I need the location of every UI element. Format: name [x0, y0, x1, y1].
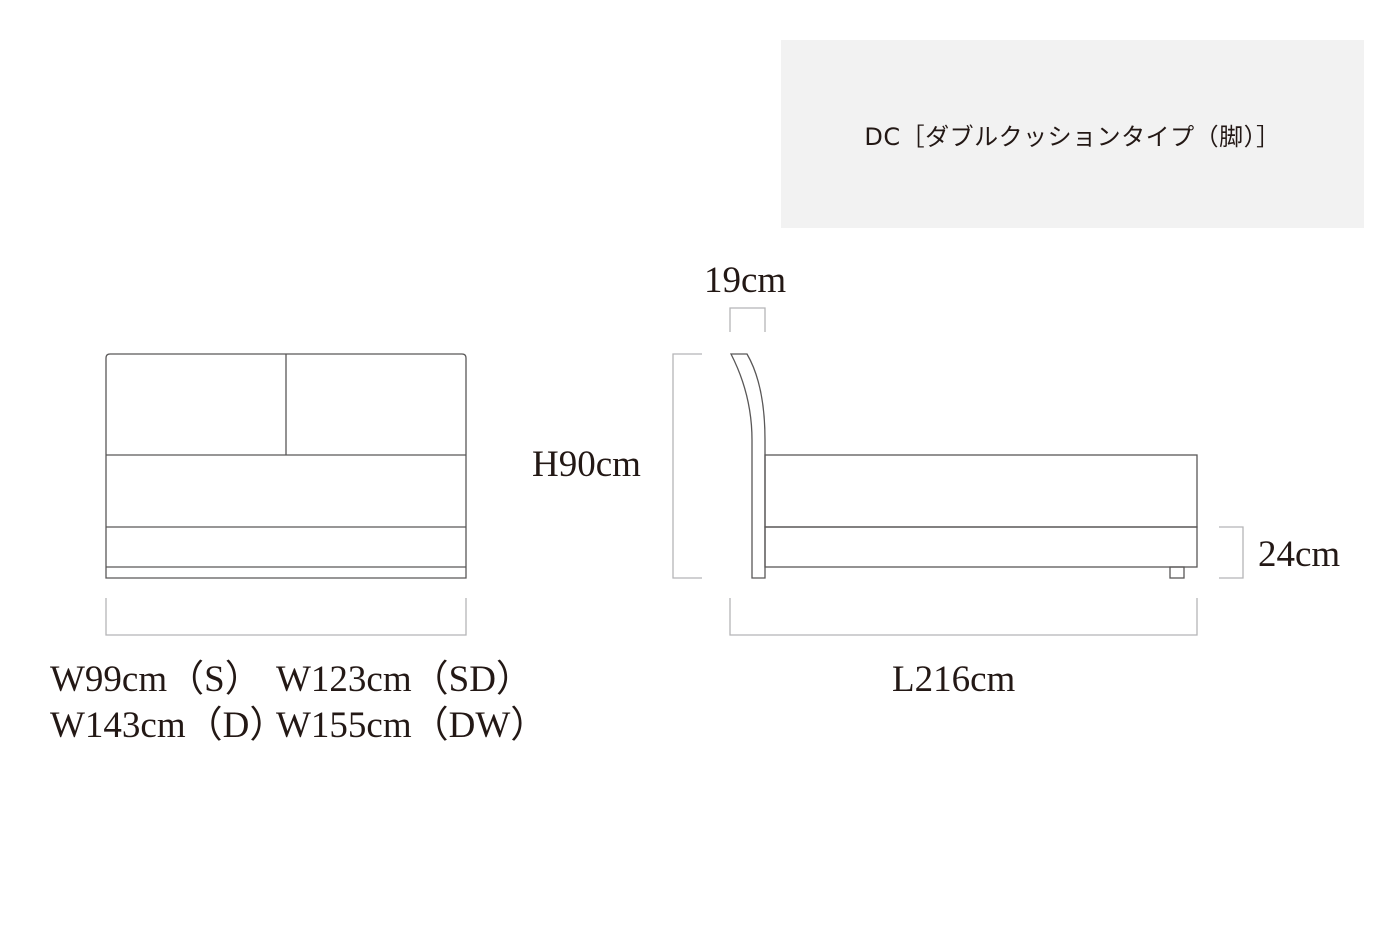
- length-dimension-bracket: [729, 598, 1198, 636]
- width-single-label: W99cm（S）: [50, 659, 262, 700]
- width-double-wide-label: W155cm（DW）: [276, 705, 548, 746]
- front-width-dimension: [105, 598, 467, 636]
- leg-height-label: 24cm: [1258, 534, 1341, 575]
- side-base: [764, 526, 1198, 568]
- side-view: [729, 353, 1198, 579]
- length-label: L216cm: [892, 659, 1016, 700]
- leg-dimension-bracket: [1219, 526, 1244, 579]
- depth-dimension-bracket: [729, 307, 766, 332]
- side-leg: [1169, 566, 1185, 579]
- width-semi-double-label: W123cm（SD）: [276, 659, 533, 700]
- height-label: H90cm: [532, 444, 641, 485]
- title-panel: DC［ダブルクッションタイプ（脚）］: [781, 40, 1364, 228]
- side-headboard: [729, 353, 766, 579]
- width-double-label: W143cm（D）: [50, 705, 287, 746]
- side-mattress: [764, 454, 1198, 528]
- headboard-depth-label: 19cm: [704, 260, 787, 301]
- front-view: [105, 353, 467, 579]
- height-dimension-bracket: [672, 353, 702, 579]
- model-title: DC［ダブルクッションタイプ（脚）］: [864, 122, 1281, 151]
- side-dimensions: [672, 307, 1244, 636]
- front-headboard-outline: [105, 353, 467, 579]
